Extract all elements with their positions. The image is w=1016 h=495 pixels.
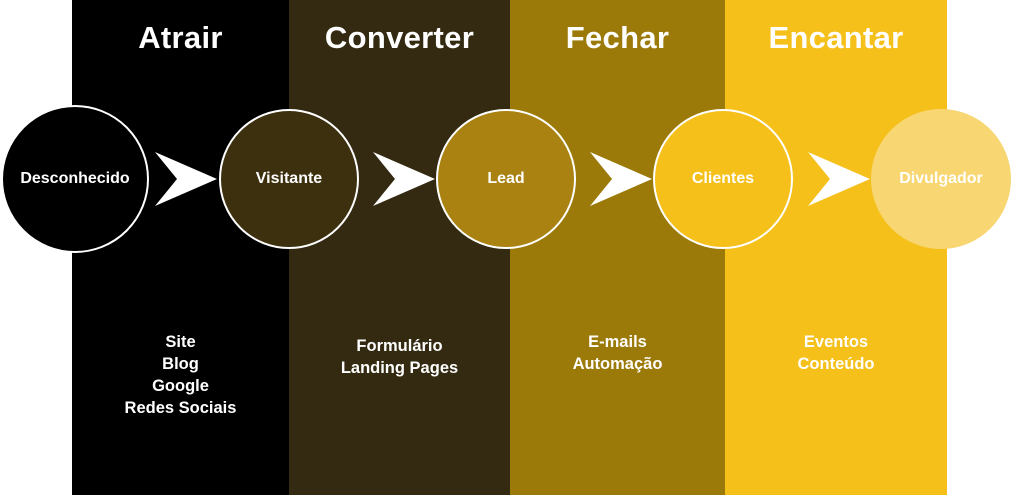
stage-label-divulgador: Divulgador bbox=[899, 170, 983, 187]
stage-circle-visitante: Visitante bbox=[219, 109, 359, 249]
stage-circle-lead: Lead bbox=[436, 109, 576, 249]
band-label-converter: Converter bbox=[324, 20, 475, 55]
arrow-right-icon-1 bbox=[155, 152, 217, 206]
band-item: Formulário bbox=[356, 337, 443, 355]
band-item: Google bbox=[152, 376, 209, 395]
stage-label-visitante: Visitante bbox=[255, 170, 323, 187]
band-item: Automação bbox=[572, 354, 663, 373]
stage-label-desconhecido: Desconhecido bbox=[20, 170, 130, 187]
arrow-right-icon-4 bbox=[808, 152, 870, 206]
band-label-encantar: Encantar bbox=[768, 20, 904, 55]
stage-label-clientes: Clientes bbox=[691, 170, 755, 187]
band-item: E-mails bbox=[588, 333, 647, 351]
band-item: Site bbox=[165, 333, 196, 351]
stage-circle-clientes: Clientes bbox=[653, 109, 793, 249]
band-label-fechar: Fechar bbox=[565, 20, 670, 55]
stage-circle-divulgador: Divulgador bbox=[871, 109, 1011, 249]
stage-circle-desconhecido: Desconhecido bbox=[1, 105, 149, 253]
band-item: Redes Sociais bbox=[124, 398, 237, 417]
stage-label-lead: Lead bbox=[487, 170, 525, 187]
band-label-atrair: Atrair bbox=[138, 20, 223, 55]
band-item: Eventos bbox=[803, 333, 869, 351]
arrow-right-icon-2 bbox=[373, 152, 435, 206]
band-item: Landing Pages bbox=[340, 358, 459, 377]
arrow-right-icon-3 bbox=[590, 152, 652, 206]
band-item: Conteúdo bbox=[797, 354, 875, 373]
band-item: Blog bbox=[162, 354, 199, 373]
